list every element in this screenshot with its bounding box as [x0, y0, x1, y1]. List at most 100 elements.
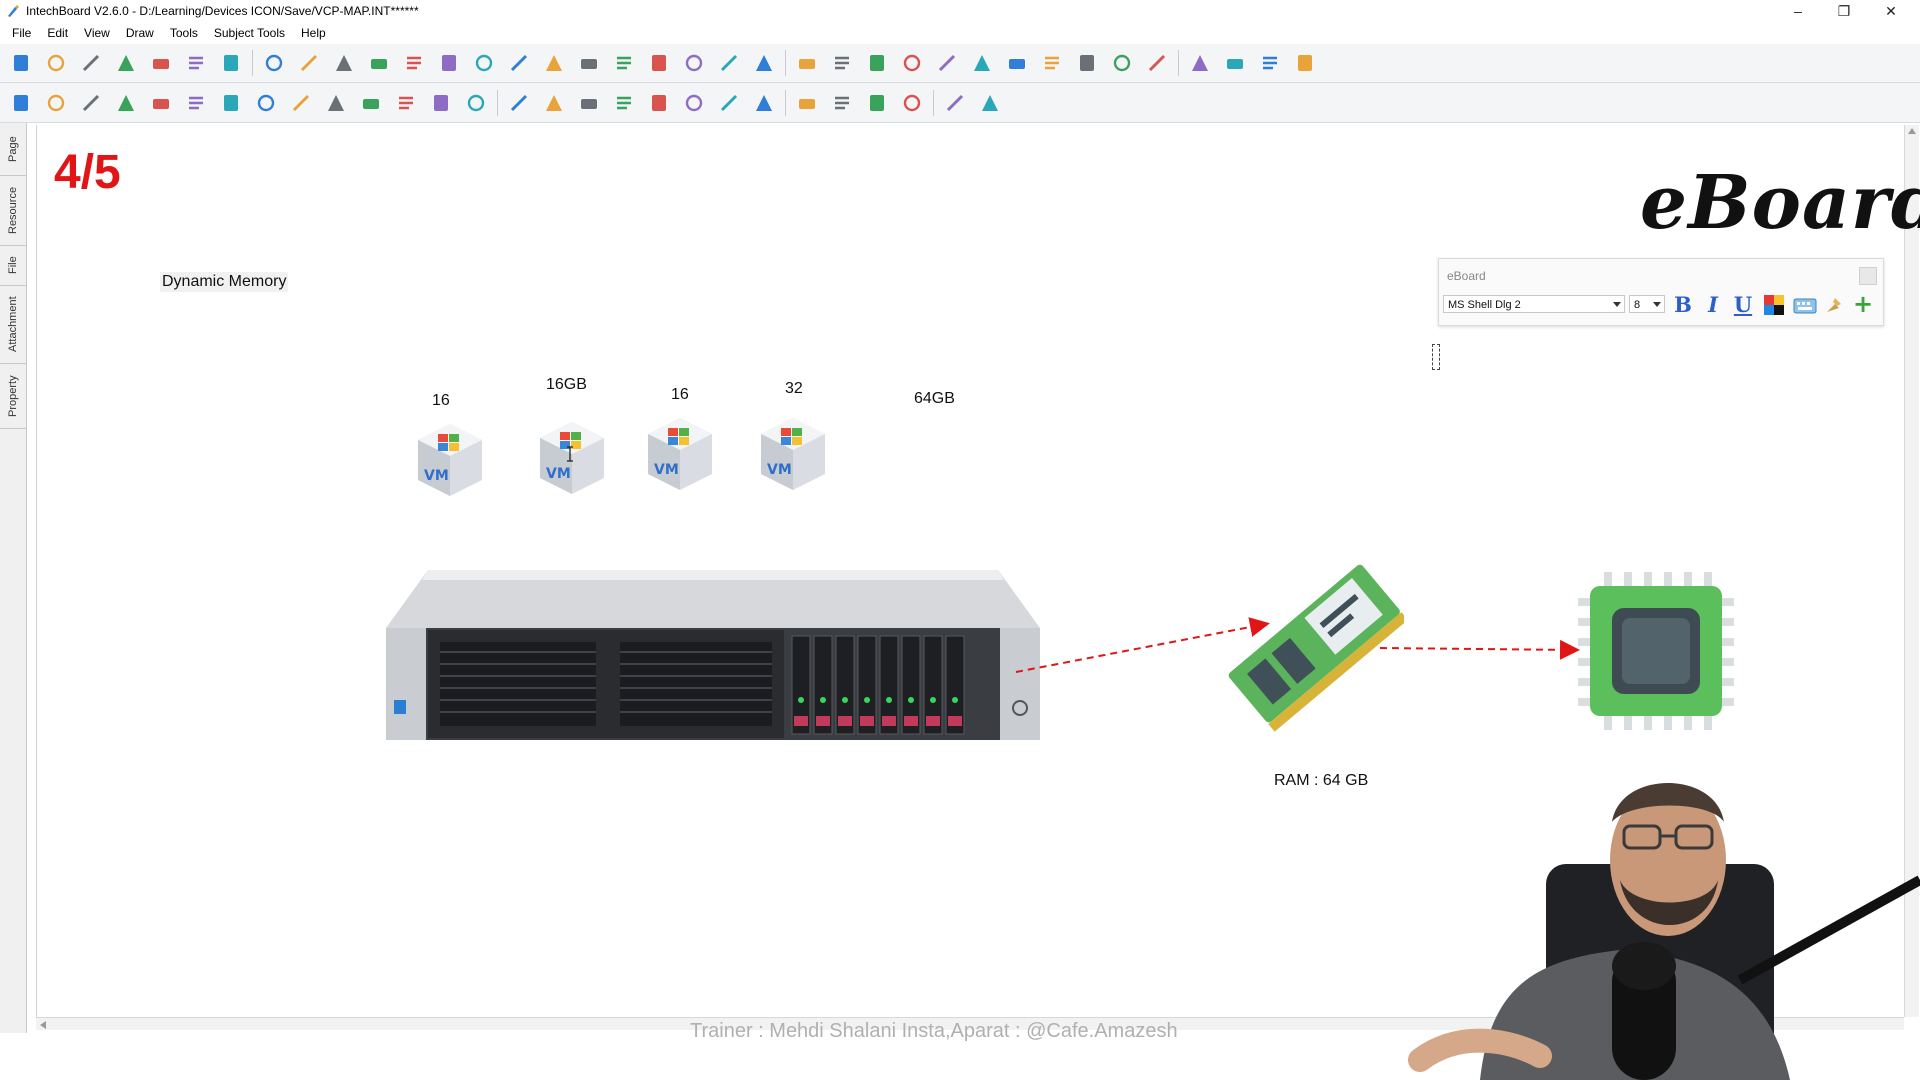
dynamic-memory-label[interactable]: Dynamic Memory	[160, 272, 289, 292]
red-pen-button[interactable]	[147, 89, 175, 117]
vm-label-total[interactable]: 64GB	[914, 390, 955, 407]
paste-special-button[interactable]	[435, 49, 463, 77]
tab-file[interactable]: File	[0, 245, 26, 286]
bar-chart-button[interactable]	[941, 89, 969, 117]
vm-label-4[interactable]: 32	[785, 380, 803, 397]
minimize-button[interactable]: –	[1775, 0, 1821, 22]
underline-button[interactable]: U	[1733, 291, 1753, 317]
menu-file[interactable]: File	[12, 26, 32, 40]
line-button[interactable]	[112, 89, 140, 117]
media-button[interactable]	[1221, 49, 1249, 77]
copy-button[interactable]	[365, 49, 393, 77]
protractor-button[interactable]	[575, 89, 603, 117]
selection-handle[interactable]	[1432, 344, 1440, 370]
rectangle-button[interactable]	[427, 89, 455, 117]
vm-label-3[interactable]: 16	[671, 386, 689, 403]
menu-draw[interactable]: Draw	[125, 26, 154, 40]
menu-edit[interactable]: Edit	[47, 26, 69, 40]
group-button[interactable]	[540, 49, 568, 77]
flask-button[interactable]	[828, 89, 856, 117]
fill-button[interactable]	[287, 89, 315, 117]
move-down-button[interactable]	[680, 49, 708, 77]
restore-button[interactable]: ❐	[1821, 0, 1867, 22]
share-button[interactable]	[1038, 49, 1066, 77]
axis-button[interactable]	[715, 89, 743, 117]
screen-button[interactable]	[793, 49, 821, 77]
highlighter-button[interactable]	[217, 89, 245, 117]
compass-button[interactable]	[610, 89, 638, 117]
ruler-button[interactable]	[540, 89, 568, 117]
3d-box-button[interactable]	[462, 89, 490, 117]
balance-button[interactable]	[898, 89, 926, 117]
marker-button[interactable]	[182, 89, 210, 117]
camera-button[interactable]	[863, 49, 891, 77]
keyboard-button[interactable]	[392, 89, 420, 117]
text-input-preview[interactable]: eBoard	[1447, 269, 1486, 283]
lasso-button[interactable]	[322, 89, 350, 117]
tab-page[interactable]: Page	[0, 123, 26, 176]
bold-button[interactable]: B	[1674, 291, 1692, 317]
arrow-up-button[interactable]	[715, 49, 743, 77]
new-page-button[interactable]	[7, 49, 35, 77]
vertical-scrollbar[interactable]	[1904, 125, 1919, 1017]
menu-subject-tools[interactable]: Subject Tools	[213, 26, 286, 40]
pencil-button[interactable]	[42, 89, 70, 117]
zoom-out-button[interactable]	[575, 49, 603, 77]
menu-help[interactable]: Help	[301, 26, 326, 40]
blocks-button[interactable]	[793, 89, 821, 117]
zoom-in-button[interactable]	[610, 49, 638, 77]
menu-view[interactable]: View	[84, 26, 110, 40]
graph-button[interactable]	[976, 89, 1004, 117]
ram-label[interactable]: RAM : 64 GB	[1274, 772, 1369, 789]
delete-button[interactable]	[470, 49, 498, 77]
network-button[interactable]	[1003, 49, 1031, 77]
tab-property[interactable]: Property	[0, 363, 26, 429]
shape-button[interactable]	[357, 89, 385, 117]
tab-resource[interactable]: Resource	[0, 175, 26, 246]
undo-button[interactable]	[260, 49, 288, 77]
keyboard-icon[interactable]	[1793, 295, 1817, 315]
calculator-button[interactable]	[1143, 49, 1171, 77]
font-family-select[interactable]: MS Shell Dlg 2	[1443, 295, 1625, 313]
vm-cube-icon[interactable]: VM	[536, 418, 608, 498]
triangle-button[interactable]	[505, 89, 533, 117]
pointer-button[interactable]	[680, 89, 708, 117]
font-size-select[interactable]: 8	[1629, 295, 1665, 313]
tab-attachment[interactable]: Attachment	[0, 285, 26, 364]
print-button[interactable]	[147, 49, 175, 77]
vm-cube-icon[interactable]: VM	[414, 420, 486, 500]
redo-button[interactable]	[295, 49, 323, 77]
panel-close-button[interactable]	[1859, 267, 1877, 285]
open-folder-button[interactable]	[77, 49, 105, 77]
add-button[interactable]: +	[1852, 290, 1874, 318]
paste-button[interactable]	[400, 49, 428, 77]
webcam-button[interactable]	[1186, 49, 1214, 77]
italic-button[interactable]: I	[1708, 291, 1718, 317]
vm-label-2[interactable]: 16GB	[546, 376, 587, 393]
horizontal-scrollbar[interactable]	[36, 1017, 1904, 1030]
move-up-button[interactable]	[645, 49, 673, 77]
arrow-down-button[interactable]	[750, 49, 778, 77]
import-button[interactable]	[1073, 49, 1101, 77]
hand-button[interactable]	[828, 49, 856, 77]
select-button[interactable]	[7, 89, 35, 117]
add-page-button[interactable]	[42, 49, 70, 77]
eraser-button[interactable]	[77, 89, 105, 117]
color-palette-icon[interactable]	[1763, 294, 1785, 316]
email-button[interactable]	[182, 49, 210, 77]
vm-cube-icon[interactable]: VM	[757, 414, 829, 494]
close-button[interactable]: ✕	[1868, 0, 1914, 22]
save-button[interactable]	[112, 49, 140, 77]
box-button[interactable]	[1108, 49, 1136, 77]
duplicate-button[interactable]	[505, 49, 533, 77]
gauge-button[interactable]	[863, 89, 891, 117]
export-button[interactable]	[217, 49, 245, 77]
crane-button[interactable]	[1291, 49, 1319, 77]
cut-button[interactable]	[330, 49, 358, 77]
vm-cube-icon[interactable]: VM	[644, 414, 716, 494]
ram-module-icon[interactable]	[1222, 552, 1404, 732]
pen-button[interactable]	[933, 49, 961, 77]
vm-label-1[interactable]: 16	[432, 392, 450, 409]
chalk-button[interactable]	[645, 89, 673, 117]
sqrt-button[interactable]	[750, 89, 778, 117]
